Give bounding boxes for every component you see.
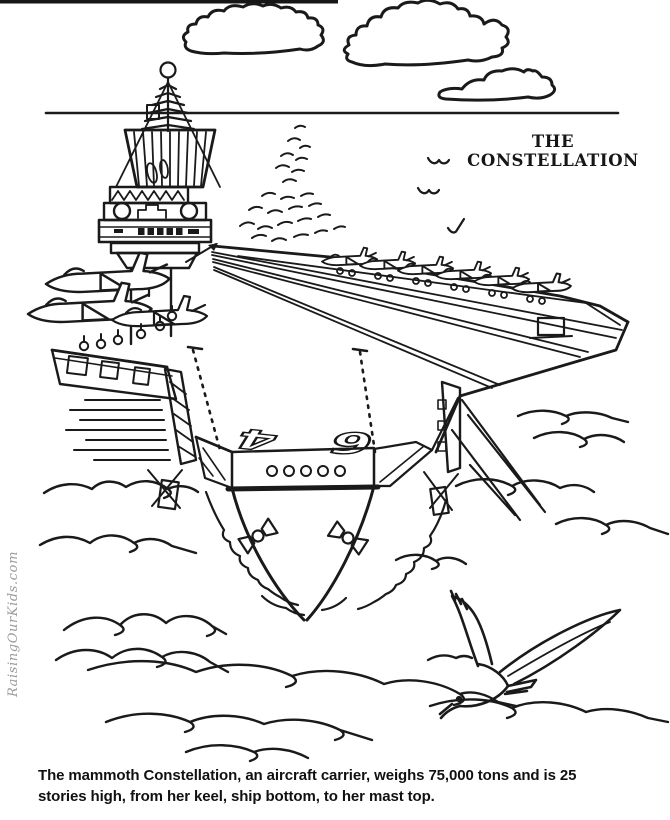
hull-hatching (65, 399, 171, 461)
wave (38, 534, 198, 555)
wave (554, 516, 670, 536)
caption-block: The mammoth Constellation, an aircraft c… (38, 766, 653, 807)
jet-icon (44, 251, 171, 294)
wave (394, 553, 468, 571)
port-jets (26, 251, 209, 352)
caption-line2: stories high, from her keel, ship bottom… (38, 787, 435, 805)
radar-mast (140, 61, 196, 133)
funnel-fitting (159, 159, 169, 179)
bridge-window-band (97, 218, 213, 244)
zigzag-deck-band (108, 185, 190, 205)
radar-dome-icon (179, 201, 199, 221)
funnel-fitting (146, 162, 158, 184)
ocean-waves (38, 409, 670, 763)
bridge-windows (114, 228, 199, 235)
deck-edge-arrow (208, 243, 218, 251)
catapult-tracks (186, 345, 377, 454)
watermark-text: RaisingOurKids.com (6, 551, 21, 698)
cloud-icon (437, 67, 557, 102)
flying-birds (416, 156, 466, 234)
island-lower-band (109, 241, 201, 255)
wave (62, 613, 228, 638)
anchors (237, 517, 370, 556)
wave (42, 480, 200, 500)
portholes (266, 465, 346, 477)
island-superstructure (97, 61, 221, 346)
page-title-line2: CONSTELLATION (467, 151, 639, 170)
catapult-track-cap (351, 347, 369, 353)
cloud-icon (342, 0, 510, 68)
wave (532, 430, 626, 449)
stern-deck-box (529, 316, 573, 339)
flight-deck-surface (52, 246, 628, 452)
caption-line1: The mammoth Constellation, an aircraft c… (38, 767, 577, 784)
bird-icon (416, 186, 441, 195)
distant-ripples (239, 124, 346, 242)
anchor-icon (326, 520, 370, 556)
seagull-icon (438, 589, 622, 720)
aircraft-carrier: 4 6 (26, 61, 630, 622)
scan-artifact-bar (0, 0, 338, 4)
page-title-line1: THE (532, 132, 574, 151)
wave (104, 712, 374, 742)
landing-gear (336, 267, 546, 305)
stern-jets (321, 246, 572, 305)
mast-stays (115, 81, 221, 188)
funnel-stripes (133, 131, 207, 187)
deck-edge-vane-port (163, 367, 198, 466)
funnel (123, 128, 217, 189)
deck-edge-vane-starboard (437, 380, 547, 522)
catapult-track-cap (186, 345, 204, 351)
radar-dome-icon (159, 61, 177, 79)
catapult-track (358, 350, 377, 454)
bow-wake (204, 490, 448, 617)
title-block: THE CONSTELLATION (467, 132, 639, 170)
wave (184, 744, 310, 763)
wave (428, 698, 670, 724)
bow-fascia-right (372, 440, 434, 488)
bird-icon (446, 217, 466, 234)
landing-gear (78, 305, 178, 352)
bow-hull-surface (228, 446, 378, 621)
port-sponson (50, 348, 178, 401)
catapult-track (191, 348, 222, 452)
radar-dome-icon (112, 201, 132, 221)
radar-dome-band (102, 201, 208, 222)
wave (426, 654, 474, 662)
bird-icon (426, 156, 451, 165)
wave (86, 659, 518, 708)
island-base (115, 251, 199, 270)
cloud-icon (181, 2, 325, 56)
wave (454, 478, 596, 497)
clouds (181, 0, 557, 102)
anchor-icon (237, 517, 279, 555)
wave (516, 409, 630, 426)
bow-hull (230, 484, 376, 622)
stern-supports (450, 398, 547, 522)
